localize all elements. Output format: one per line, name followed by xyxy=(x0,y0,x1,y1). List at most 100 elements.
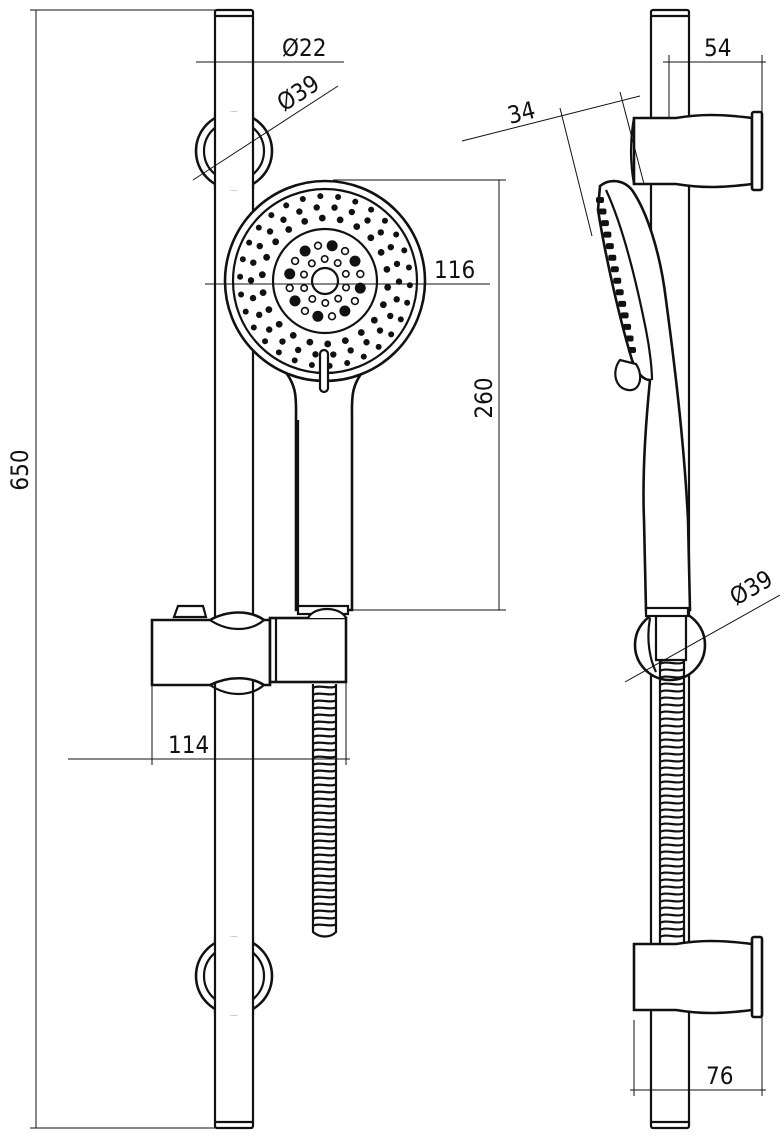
handshower-length-label: 260 xyxy=(470,377,498,418)
dimension-head-tilt: 34 xyxy=(461,91,645,237)
hose-side-coil xyxy=(659,779,685,785)
nozzle xyxy=(239,256,246,263)
hose-side-coil xyxy=(659,877,685,883)
hose-coil xyxy=(312,727,337,731)
side-view: 54 76 Ø39 xyxy=(461,8,780,1130)
hose-coil xyxy=(312,762,337,766)
nozzle xyxy=(342,283,351,292)
nozzle xyxy=(308,294,317,303)
nozzle xyxy=(275,320,283,328)
hose-coil xyxy=(312,776,337,780)
nozzle xyxy=(353,223,361,230)
hose-coil xyxy=(312,720,337,724)
nozzle xyxy=(312,310,324,322)
hose-coil xyxy=(312,916,337,920)
nozzle xyxy=(299,195,306,202)
nozzle xyxy=(326,240,338,252)
hose-side-coil xyxy=(659,758,685,764)
hose-coil xyxy=(312,734,337,738)
hose-side-coil xyxy=(659,849,685,855)
nozzle xyxy=(307,259,316,268)
nozzle xyxy=(405,264,412,271)
dimension-head-diameter: 116 xyxy=(205,256,490,285)
nozzle xyxy=(330,351,337,358)
slider-holder-front xyxy=(150,604,348,696)
nozzle xyxy=(376,327,384,334)
nozzle xyxy=(289,332,297,339)
spray-selector-lever xyxy=(318,348,330,394)
hose-coil xyxy=(312,804,337,808)
bottom-wall-bracket-side xyxy=(632,935,764,1019)
nozzle xyxy=(242,308,249,315)
bottom-wall-bracket-front xyxy=(194,936,274,1016)
nozzle xyxy=(249,294,257,302)
side-nozzle xyxy=(628,347,636,353)
hose-side-coil xyxy=(659,786,685,792)
hose-coil xyxy=(312,860,337,864)
nozzle xyxy=(387,243,395,251)
hose-coil xyxy=(312,888,337,892)
nozzle xyxy=(344,360,351,367)
nozzle xyxy=(275,349,282,356)
nozzle xyxy=(294,346,302,354)
nozzle xyxy=(354,282,366,294)
nozzle xyxy=(404,299,411,306)
top-wall-bracket-side xyxy=(629,110,764,192)
nozzle xyxy=(364,217,371,224)
hose-coil xyxy=(312,881,337,885)
hose-coil xyxy=(312,755,337,759)
nozzle xyxy=(367,234,375,242)
nozzle xyxy=(290,256,300,266)
nozzle xyxy=(393,260,401,268)
hose-coil xyxy=(312,706,337,710)
side-nozzle xyxy=(608,254,617,261)
nozzle xyxy=(393,296,400,303)
nozzle xyxy=(333,259,342,268)
hose-side-coil xyxy=(659,807,685,813)
side-nozzle xyxy=(610,266,619,273)
hose-side-coil xyxy=(659,828,685,834)
nozzle xyxy=(360,353,367,360)
dimension-holder-projection: 114 xyxy=(68,682,350,765)
hose-coil xyxy=(312,811,337,815)
slider-release-button xyxy=(172,604,208,619)
hose-side-coil xyxy=(659,926,685,932)
nozzle xyxy=(296,208,303,215)
side-nozzle xyxy=(605,243,614,250)
nozzle xyxy=(321,298,330,307)
nozzle xyxy=(280,216,287,223)
nozzle xyxy=(300,284,309,293)
nozzle xyxy=(306,338,314,346)
nozzle xyxy=(279,338,286,345)
nozzle xyxy=(352,198,359,205)
hose-side-coil xyxy=(659,709,685,715)
nozzle xyxy=(250,324,257,331)
hose-side-coil xyxy=(659,702,685,708)
nozzle xyxy=(308,361,315,368)
nozzle xyxy=(263,253,271,261)
nozzle xyxy=(349,255,361,267)
hose-side-coil xyxy=(659,919,685,925)
hose-side-coil xyxy=(659,884,685,890)
hose-side-coil xyxy=(659,800,685,806)
nozzle xyxy=(301,217,309,225)
hose-coil xyxy=(312,909,337,913)
hose-side-coil xyxy=(659,842,685,848)
side-nozzle xyxy=(603,231,612,238)
hose-front xyxy=(311,684,338,938)
nozzle xyxy=(266,228,274,235)
nozzle xyxy=(318,214,326,222)
nozzle xyxy=(255,224,262,231)
side-nozzle xyxy=(596,197,604,203)
nozzle xyxy=(347,347,354,354)
hose-side-coil xyxy=(659,856,685,862)
hose-coil xyxy=(312,685,337,689)
nozzle xyxy=(340,246,350,256)
nozzle xyxy=(406,282,413,289)
dimension-bracket-projection-top: 54 xyxy=(663,34,766,118)
hose-coil xyxy=(312,818,337,822)
nozzle xyxy=(284,268,296,280)
hose-coil xyxy=(312,867,337,871)
nozzle xyxy=(300,306,310,316)
hose-coil xyxy=(312,895,337,899)
